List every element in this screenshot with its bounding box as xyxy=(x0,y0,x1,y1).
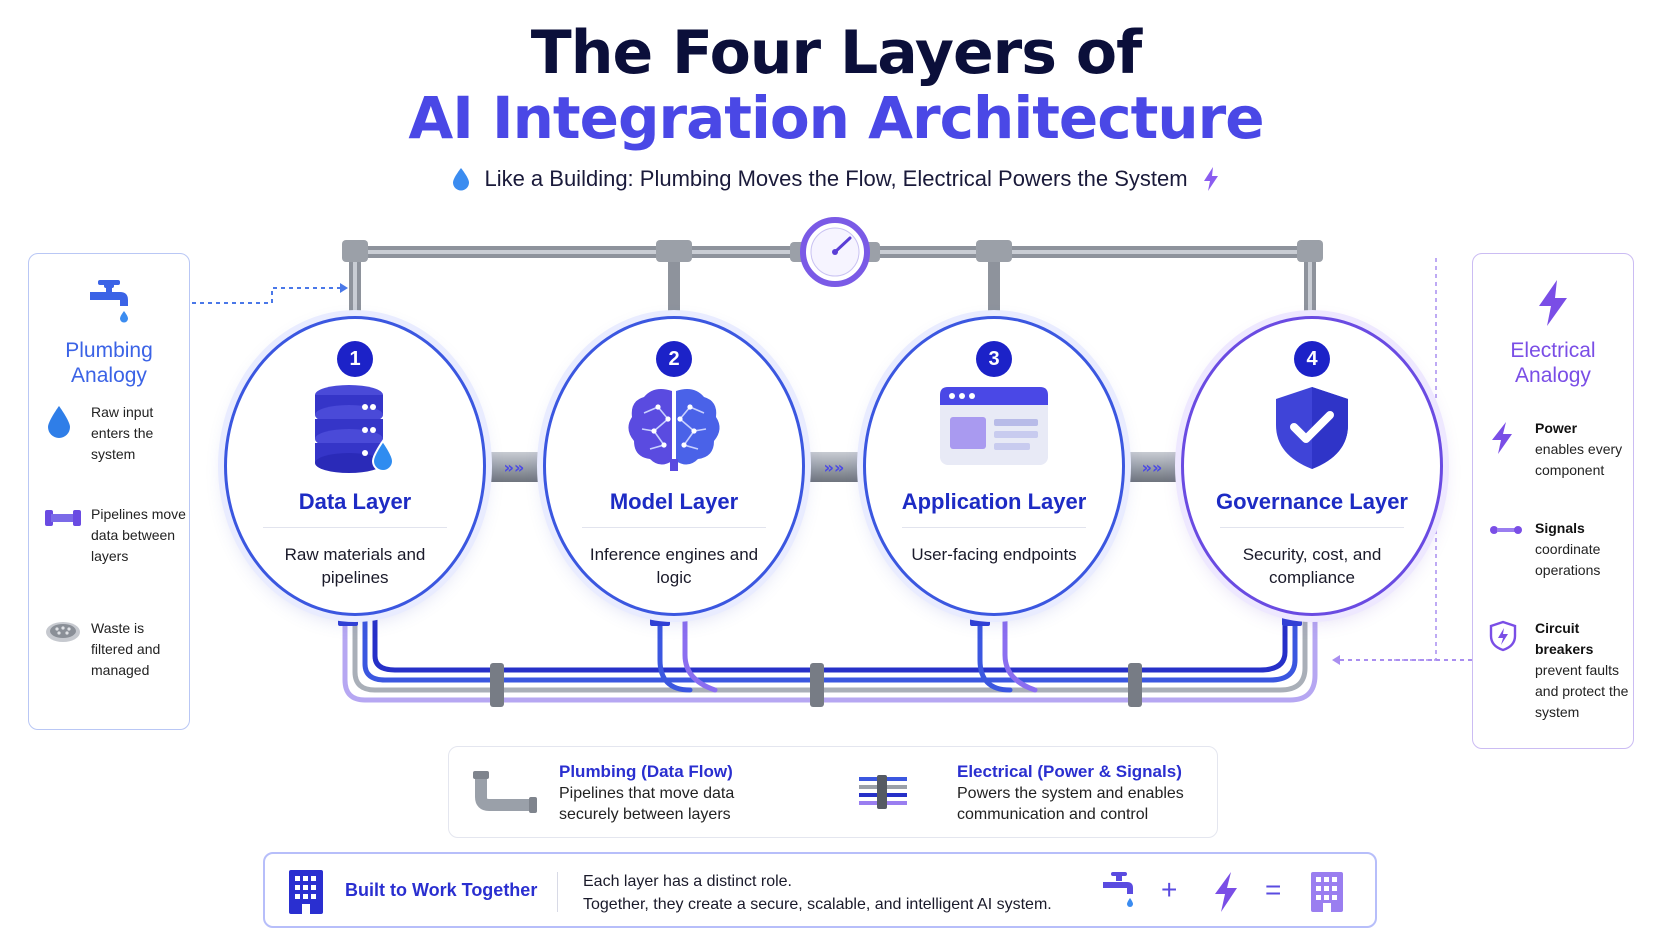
legend-title: Electrical (Power & Signals) xyxy=(957,762,1182,781)
layer-node-model[interactable]: 2 Model Layer Inference engines and logi… xyxy=(543,316,805,616)
svg-text:»»: »» xyxy=(824,458,845,477)
layer-node-governance[interactable]: 4 Governance Layer Security, cost, and c… xyxy=(1181,316,1443,616)
panel-item-text: Power enables every component xyxy=(1535,418,1631,481)
layer-title: Data Layer xyxy=(298,489,412,514)
banner-text: Each layer has a distinct role. Together… xyxy=(583,870,1052,916)
legend: Plumbing (Data Flow) Pipelines that move… xyxy=(448,746,1218,838)
panel-item-body: coordinate operations xyxy=(1535,541,1601,578)
divider xyxy=(902,527,1086,528)
layer-node-data[interactable]: 1 Data Layer Raw materials and pipelines xyxy=(224,316,486,616)
built-together-banner: Built to Work Together Each layer has a … xyxy=(263,852,1377,928)
app-window-icon xyxy=(940,387,1048,465)
divider xyxy=(582,527,766,528)
panel-item-body: enables every component xyxy=(1535,441,1623,478)
legend-title: Plumbing (Data Flow) xyxy=(559,762,733,781)
panel-item-heading: Power xyxy=(1535,420,1578,436)
layer-title: Application Layer xyxy=(901,489,1087,514)
legend-text: communication and control xyxy=(957,806,1149,823)
shield-check-icon xyxy=(1276,387,1348,469)
banner-line-1: Each layer has a distinct role. xyxy=(583,873,792,890)
circuit-shield-icon xyxy=(1489,620,1517,652)
building-icon xyxy=(289,870,323,914)
electrical-panel-title: Electrical Analogy xyxy=(1510,339,1596,387)
pipe-segment-icon xyxy=(45,510,81,526)
wire-bundle-icon xyxy=(859,775,907,809)
drain-icon xyxy=(46,622,80,642)
brain-icon xyxy=(628,389,720,471)
plumbing-analogy-panel: Plumbing Analogy Raw input enters the sy… xyxy=(28,253,190,730)
layer-title: Governance Layer xyxy=(1216,489,1408,514)
layer-description: Security, cost, and compliance xyxy=(1242,545,1382,587)
layer-description: User-facing endpoints xyxy=(911,545,1077,564)
layer-number-badge: 2 xyxy=(656,341,692,377)
lightning-icon xyxy=(1203,167,1218,191)
panel-item-body: prevent faults and protect the system xyxy=(1535,662,1629,720)
legend-text: securely between layers xyxy=(559,806,731,823)
plumbing-panel-title: Plumbing Analogy xyxy=(65,339,153,387)
panel-item-text: Raw input enters the system xyxy=(91,404,154,462)
banner-line-2: Together, they create a secure, scalable… xyxy=(583,896,1052,913)
panel-item-text: Waste is filtered and managed xyxy=(91,620,161,678)
subtitle: Like a Building: Plumbing Moves the Flow… xyxy=(0,166,1672,192)
layer-description: Inference engines and logic xyxy=(589,545,759,587)
layer-description: Raw materials and pipelines xyxy=(284,545,426,587)
panel-item-heading: Circuit breakers xyxy=(1535,620,1594,657)
pressure-gauge-icon xyxy=(790,217,880,287)
divider xyxy=(1220,527,1404,528)
water-drop-icon xyxy=(48,406,70,438)
panel-item-heading: Signals xyxy=(1535,520,1585,536)
panel-item-text: Pipelines move data between layers xyxy=(91,506,186,564)
lightning-icon xyxy=(1539,280,1567,326)
layer-title: Model Layer xyxy=(609,489,739,514)
svg-text:»»: »» xyxy=(1142,458,1163,477)
lightning-icon xyxy=(1492,422,1512,454)
lightning-icon xyxy=(1215,872,1237,912)
equals-sign: = xyxy=(1265,874,1282,905)
panel-item-text: Circuit breakers prevent faults and prot… xyxy=(1535,618,1631,723)
layer-node-application[interactable]: 3 Application Layer User-facing endpoint… xyxy=(863,316,1125,616)
faucet-icon xyxy=(1103,872,1133,907)
pipe-elbow-icon xyxy=(473,771,537,813)
page-title-line-1: The Four Layers of xyxy=(530,18,1142,88)
faucet-icon xyxy=(90,280,128,323)
database-icon xyxy=(315,385,395,473)
layer-number-badge: 1 xyxy=(337,341,373,377)
panel-item-text: Signals coordinate operations xyxy=(1535,518,1631,581)
layer-number-badge: 3 xyxy=(976,341,1012,377)
divider xyxy=(557,872,558,912)
signal-connector-icon xyxy=(1490,526,1522,534)
legend-text: Pipelines that move data xyxy=(559,785,735,802)
legend-plumbing: Plumbing (Data Flow) Pipelines that move… xyxy=(559,761,734,825)
legend-electrical: Electrical (Power & Signals) Powers the … xyxy=(957,761,1184,825)
svg-text:»»: »» xyxy=(504,458,525,477)
page-title-line-2: AI Integration Architecture xyxy=(408,84,1264,152)
layer-number-badge: 4 xyxy=(1294,341,1330,377)
legend-text: Powers the system and enables xyxy=(957,785,1184,802)
electrical-analogy-panel: Electrical Analogy Power enables every c… xyxy=(1472,253,1634,749)
divider xyxy=(263,527,447,528)
plus-sign: + xyxy=(1161,874,1178,905)
banner-title: Built to Work Together xyxy=(345,880,538,900)
building-icon xyxy=(1311,872,1343,912)
subtitle-text: Like a Building: Plumbing Moves the Flow… xyxy=(484,166,1188,191)
water-drop-icon xyxy=(453,168,470,191)
